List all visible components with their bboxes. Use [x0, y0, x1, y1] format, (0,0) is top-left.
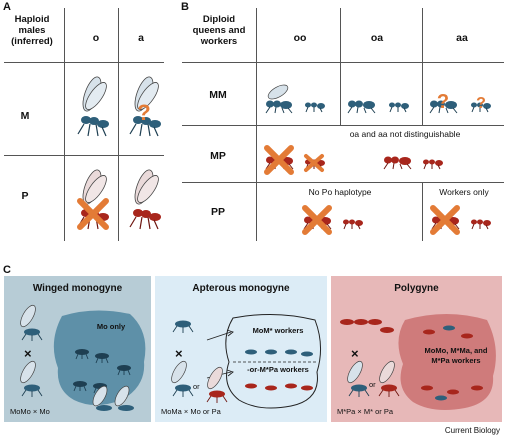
- mm-oa-queen-worker-icon: [347, 100, 409, 114]
- panel-b-row-mp: MP: [210, 150, 226, 162]
- polygyne-workers-label: MoMo, M*Ma, and M*Pa workers: [424, 346, 488, 365]
- panel-b-header: Diploid queens and workers: [192, 14, 246, 47]
- panel-b-grid-line: [182, 125, 504, 126]
- panel-b-col-aa: aa: [456, 32, 468, 44]
- mm-aa-queen-worker-question-icon: ? ?: [429, 91, 491, 114]
- svg-text:?: ?: [476, 95, 486, 112]
- panel-letter-c: C: [3, 264, 11, 276]
- cross-symbol: ×: [24, 346, 32, 361]
- panel-b-col-oa: oa: [370, 32, 384, 44]
- panel-a-row-p: P: [21, 190, 29, 202]
- winged-male-blue-question-icon: ?: [129, 76, 161, 137]
- panel-a-grid-line: [118, 8, 119, 241]
- panel-b-grid-line: [182, 182, 504, 183]
- mo-only-label: Mo only: [96, 322, 126, 331]
- panel-b-row-pp: PP: [210, 206, 225, 218]
- polygyne-title: Polygyne: [394, 283, 439, 294]
- polygyne-box: Polygyne MoMo, M*Ma, and M*Pa workers × …: [331, 276, 502, 422]
- panel-b-note-pp-right: Workers only: [439, 187, 489, 197]
- cross-symbol: ×: [351, 346, 359, 361]
- apterous-monogyne-caption: MoMa × Mo or Pa: [161, 407, 221, 416]
- pp-crossed-queen-worker-icon: [302, 205, 363, 235]
- panel-a-header: Haploid males (inferred): [11, 14, 53, 47]
- winged-male-red-crossed-icon: [77, 169, 109, 230]
- winged-monogyne-caption: MoMo × Mo: [10, 407, 50, 416]
- panel-letter-a: A: [3, 1, 11, 13]
- winged-monogyne-illustration: [20, 304, 146, 411]
- panel-b-note-pp-left: No Po haplotype: [308, 187, 372, 197]
- pp-workers-only-icon: [430, 205, 491, 235]
- panel-a-grid-line: [64, 8, 65, 241]
- mpa-workers-label: -or-M*Pa workers: [247, 365, 309, 374]
- mom-workers-label: MoM* workers: [252, 326, 304, 335]
- panel-b-row-mm: MM: [209, 89, 227, 101]
- panel-a-col-a: a: [138, 32, 144, 44]
- panel-b-col-oo: oo: [293, 32, 307, 44]
- panel-b-grid-line: [182, 62, 504, 63]
- journal-footer: Current Biology: [444, 426, 500, 435]
- cross-symbol: ×: [175, 346, 183, 361]
- apterous-monogyne-title: Apterous monogyne: [192, 283, 290, 294]
- winged-monogyne-title: Winged monogyne: [32, 283, 123, 294]
- mm-oo-queen-worker-icon: [265, 84, 325, 114]
- panel-a-grid-line: [4, 62, 164, 63]
- panel-a-col-o: o: [92, 32, 100, 44]
- panel-b-grid-line: [422, 182, 423, 241]
- panel-b-grid-line: [340, 8, 341, 125]
- panel-a-row-m: M: [20, 110, 30, 122]
- winged-male-blue-icon: [77, 76, 109, 137]
- svg-text:?: ?: [437, 91, 449, 113]
- or-label: or: [193, 382, 200, 391]
- panel-b-note-mp: oa and aa not distinguishable: [349, 129, 461, 139]
- winged-male-red-icon: [129, 169, 161, 230]
- polygyne-illustration: [340, 314, 496, 410]
- panel-a-grid-line: [4, 155, 164, 156]
- panel-b-grid-line: [256, 8, 257, 241]
- polygyne-caption: M*Pa × M* or Pa: [337, 407, 394, 416]
- winged-monogyne-box: Winged monogyne Mo only × MoMo × Mo: [4, 276, 151, 422]
- mp-oa-aa-queen-worker-icon: [383, 156, 443, 170]
- panel-letter-b: B: [181, 1, 189, 13]
- svg-text:?: ?: [137, 100, 150, 125]
- apterous-monogyne-illustration: [171, 313, 321, 409]
- apterous-monogyne-box: Apterous monogyne MoM* workers -or-M*Pa …: [155, 276, 327, 422]
- mp-oo-crossed-queen-worker-icon: [264, 145, 325, 175]
- or-label: or: [369, 380, 376, 389]
- panel-b-grid-line: [422, 8, 423, 125]
